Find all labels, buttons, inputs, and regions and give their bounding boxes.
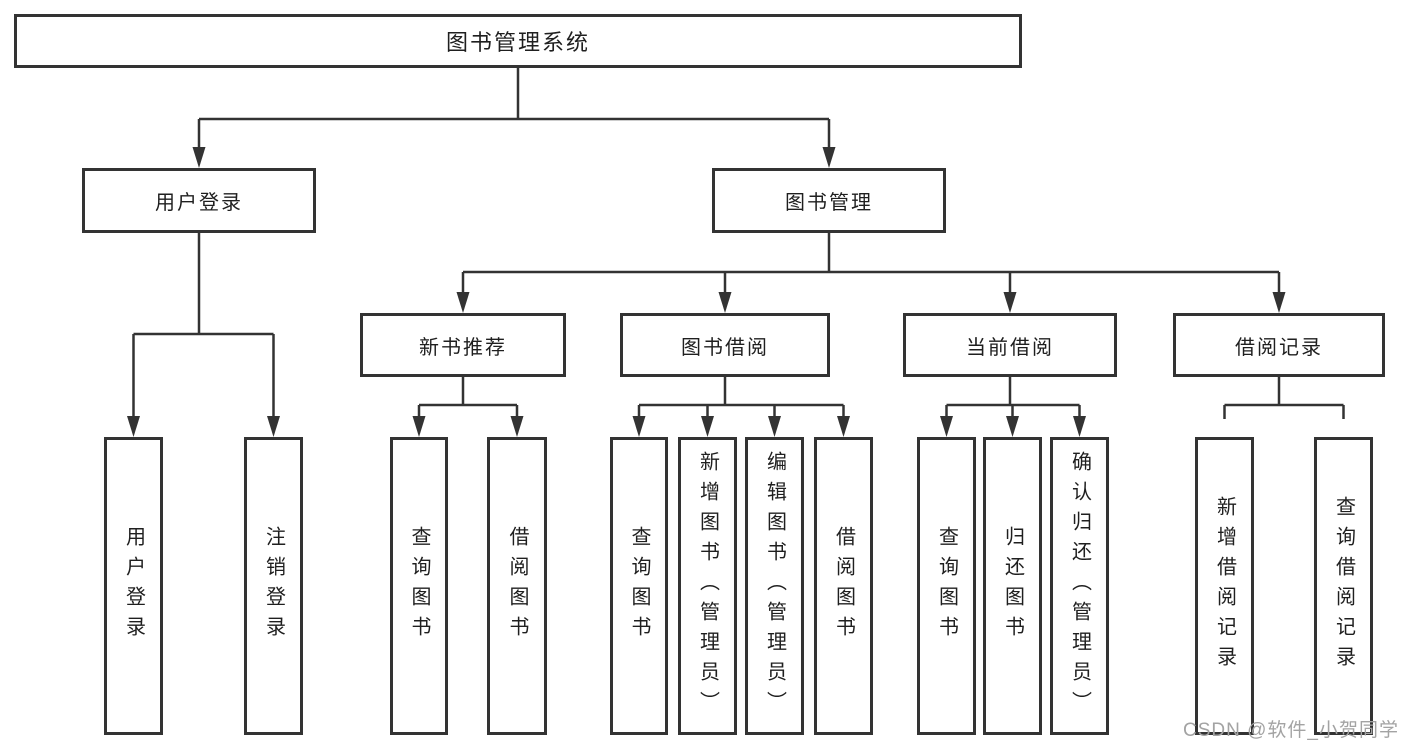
arrowhead-icon bbox=[1003, 292, 1017, 313]
leaf-query-book-recommend: 查询图书 bbox=[390, 437, 448, 735]
node-book-borrow: 图书借阅 bbox=[620, 313, 830, 377]
arrowhead-icon bbox=[510, 416, 524, 437]
arrowhead-icon bbox=[768, 416, 781, 437]
node-label: 归还图书 bbox=[1001, 526, 1024, 646]
arrowhead-icon bbox=[456, 292, 470, 313]
node-label: 新增图书（管理员） bbox=[696, 451, 719, 721]
leaf-add-book-admin: 新增图书（管理员） bbox=[678, 437, 737, 735]
leaf-confirm-return-admin: 确认归还（管理员） bbox=[1050, 437, 1109, 735]
arrowhead-icon bbox=[701, 416, 714, 437]
node-book-management: 图书管理 bbox=[712, 168, 946, 233]
arrowhead-icon bbox=[718, 292, 732, 313]
node-label: 查询图书 bbox=[408, 526, 430, 646]
node-label: 借阅图书 bbox=[506, 526, 528, 646]
leaf-user-login: 用户登录 bbox=[104, 437, 163, 735]
node-current-borrow: 当前借阅 bbox=[903, 313, 1117, 377]
node-borrow-record: 借阅记录 bbox=[1173, 313, 1385, 377]
leaf-borrow-book: 借阅图书 bbox=[814, 437, 873, 735]
leaf-return-book: 归还图书 bbox=[983, 437, 1042, 735]
node-label: 编辑图书（管理员） bbox=[763, 451, 786, 721]
node-label: 查询图书 bbox=[935, 526, 958, 646]
csdn-watermark: CSDN @软件_小贺同学 bbox=[1183, 720, 1399, 741]
node-label: 借阅图书 bbox=[832, 526, 855, 646]
node-label: 查询借阅记录 bbox=[1332, 496, 1355, 676]
arrowhead-icon bbox=[822, 147, 836, 168]
leaf-query-borrow-record: 查询借阅记录 bbox=[1314, 437, 1373, 735]
node-user-login: 用户登录 bbox=[82, 168, 316, 233]
arrowhead-icon bbox=[127, 416, 140, 437]
node-label: 查询图书 bbox=[628, 526, 650, 646]
node-label: 确认归还（管理员） bbox=[1068, 451, 1091, 721]
leaf-borrow-book-recommend: 借阅图书 bbox=[487, 437, 547, 735]
arrowhead-icon bbox=[1006, 416, 1019, 437]
node-new-book-recommend: 新书推荐 bbox=[360, 313, 566, 377]
arrowhead-icon bbox=[412, 416, 426, 437]
arrowhead-icon bbox=[267, 416, 280, 437]
node-label: 新增借阅记录 bbox=[1213, 496, 1236, 676]
leaf-edit-book-admin: 编辑图书（管理员） bbox=[745, 437, 804, 735]
node-label: 注销登录 bbox=[262, 526, 285, 646]
leaf-add-borrow-record: 新增借阅记录 bbox=[1195, 437, 1254, 735]
arrowhead-icon bbox=[1272, 292, 1286, 313]
leaf-query-book-borrow: 查询图书 bbox=[610, 437, 668, 735]
arrowhead-icon bbox=[1073, 416, 1086, 437]
arrowhead-icon bbox=[192, 147, 206, 168]
arrowhead-icon bbox=[632, 416, 646, 437]
leaf-logout: 注销登录 bbox=[244, 437, 303, 735]
node-root-library-system: 图书管理系统 bbox=[14, 14, 1022, 68]
arrowhead-icon bbox=[837, 416, 850, 437]
leaf-query-book-current: 查询图书 bbox=[917, 437, 976, 735]
arrowhead-icon bbox=[940, 416, 953, 437]
node-label: 用户登录 bbox=[122, 526, 145, 646]
